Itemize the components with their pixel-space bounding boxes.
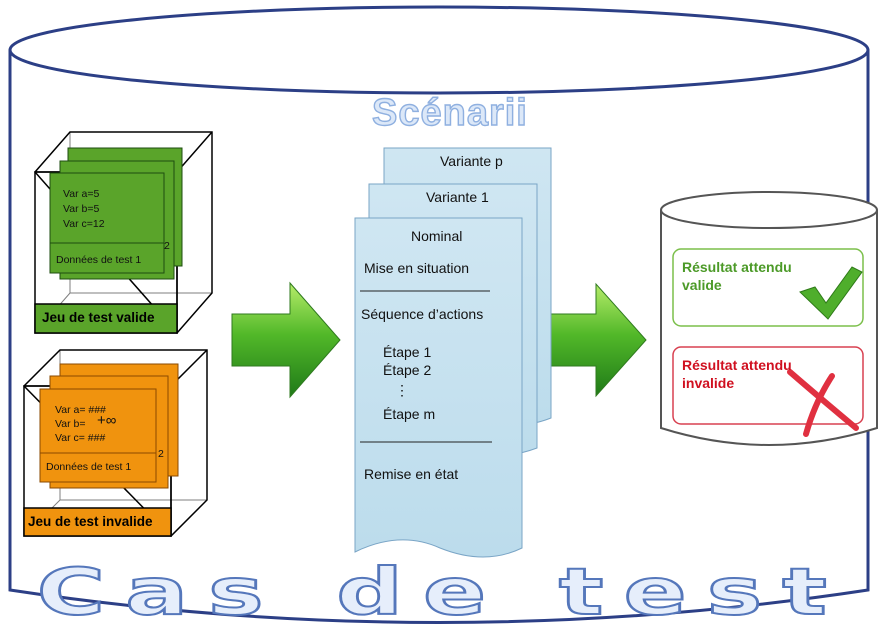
valid-var-c: Var c=12 (63, 218, 105, 230)
test-cases-title: Cas de test (35, 555, 848, 631)
invalid-var-a: Var a= ### (55, 404, 106, 416)
setup-label: Mise en situation (364, 260, 470, 276)
steps-ellipsis: ⋮ (395, 382, 409, 398)
valid-page-number: 2 (164, 240, 170, 252)
step-2-label: Étape 2 (383, 362, 432, 378)
invalid-var-b: Var b= (55, 418, 86, 430)
results-cylinder (660, 191, 878, 446)
invalid-var-c: Var c= ### (55, 432, 106, 444)
valid-set-label: Jeu de test valide (42, 310, 155, 325)
arrow-right-icon (231, 281, 341, 399)
variant-1-label: Variante 1 (426, 189, 489, 205)
valid-var-b: Var b=5 (63, 203, 100, 215)
valid-var-a: Var a=5 (63, 188, 100, 200)
variant-p-label: Variante p (440, 153, 503, 169)
step-1-label: Étape 1 (383, 344, 432, 360)
scenario-sheets (354, 147, 552, 558)
step-m-label: Étape m (383, 406, 436, 422)
valid-result-line-1: Résultat attendu (682, 259, 792, 275)
valid-set-box (34, 131, 213, 335)
valid-data-label: Données de test 1 (56, 254, 142, 266)
invalid-data-label: Données de test 1 (46, 461, 132, 473)
check-icon (799, 266, 863, 320)
sequence-label: Séquence d’actions (361, 306, 484, 322)
invalid-set-label: Jeu de test invalide (28, 514, 153, 529)
invalid-page-number: 2 (158, 448, 164, 460)
infinity-symbol: +∞ (97, 412, 117, 429)
reset-label: Remise en état (364, 466, 459, 482)
invalid-result-line-2: invalide (682, 375, 735, 391)
invalid-set-box (22, 349, 208, 538)
scenarios-title: Scénarii (371, 91, 528, 134)
valid-result-line-2: valide (682, 277, 722, 293)
invalid-result-line-1: Résultat attendu (682, 357, 792, 373)
cross-icon (787, 369, 859, 437)
nominal-label: Nominal (411, 228, 463, 244)
